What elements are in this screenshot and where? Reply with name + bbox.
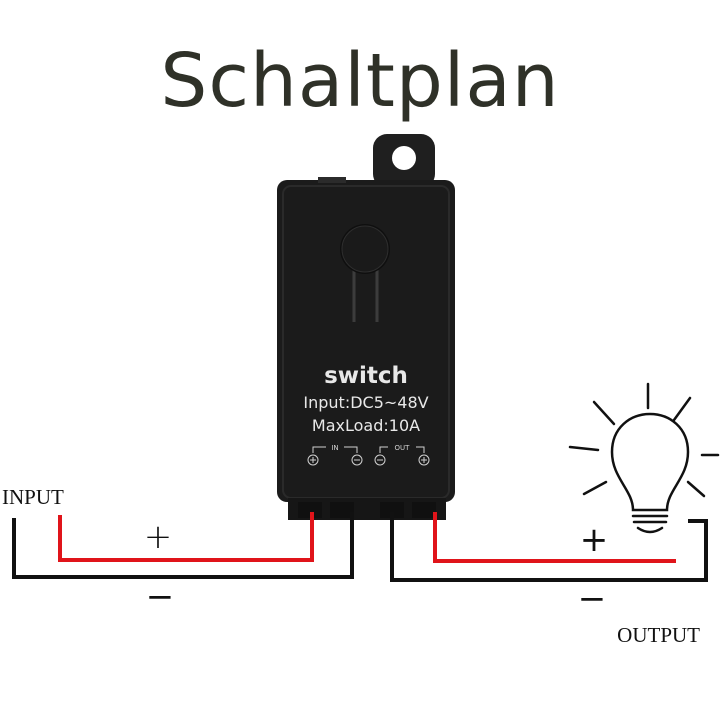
page-title: Schaltplan <box>160 38 560 124</box>
minus-terminal-icon <box>374 454 386 466</box>
input-label: INPUT <box>2 485 64 509</box>
output-minus-sign: − <box>578 579 607 619</box>
input-spec: Input:DC5~48V <box>303 393 428 412</box>
button-icon <box>340 224 390 322</box>
light-bulb-icon <box>568 382 720 534</box>
output-label: OUTPUT <box>617 623 700 647</box>
input-negative-wire <box>12 512 354 579</box>
output-positive-wire <box>433 512 676 563</box>
plus-terminal-icon <box>418 454 430 466</box>
input-plus-sign: + <box>144 517 173 557</box>
input-positive-wire <box>58 512 314 562</box>
out-label: OUT <box>395 444 411 452</box>
output-negative-wire <box>390 512 708 582</box>
in-label: IN <box>331 444 338 452</box>
mounting-tab <box>373 134 435 188</box>
output-plus-sign: + <box>580 520 609 560</box>
maxload-spec: MaxLoad:10A <box>312 416 420 435</box>
switch-module: switch Input:DC5~48V MaxLoad:10A IN OUT <box>277 177 455 520</box>
input-minus-sign: − <box>146 577 175 617</box>
device-name: switch <box>324 363 408 389</box>
plus-terminal-icon <box>307 454 319 466</box>
minus-terminal-icon <box>351 454 363 466</box>
